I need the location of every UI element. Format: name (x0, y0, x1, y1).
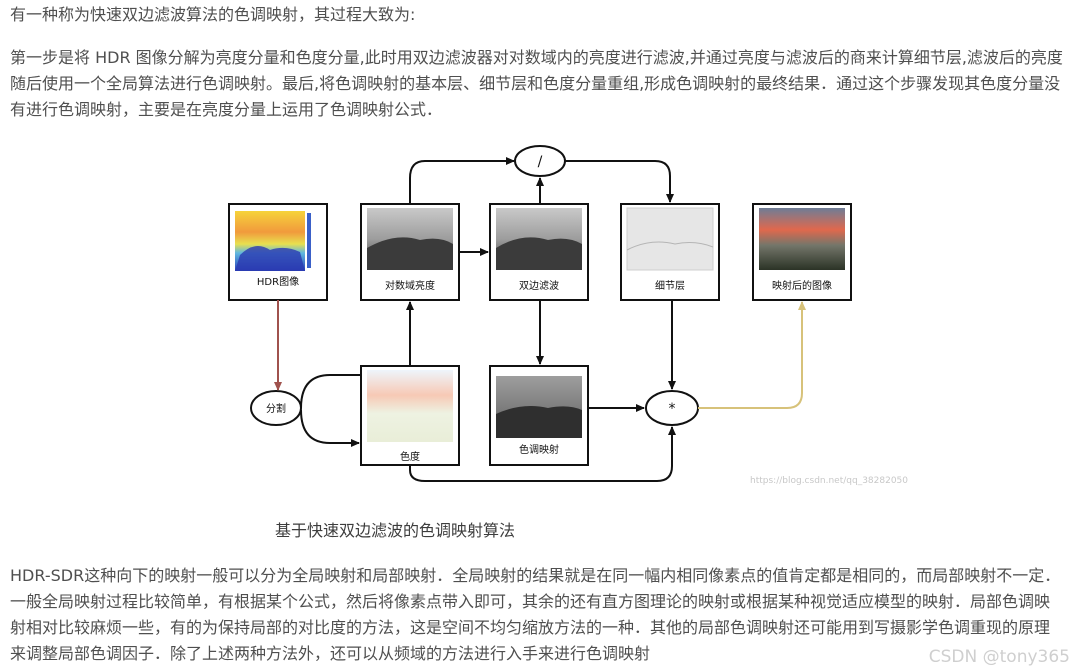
multiply-operator: * (645, 390, 699, 426)
tone-mapping-label: 色调映射 (519, 443, 559, 456)
tone-mapping-diagram: HDR图像 对数域亮度 双边滤波 细节层 映射后的图像 色度 色调映射 (228, 145, 852, 482)
detail-layer-box: 细节层 (620, 203, 720, 301)
hdr-image-box: HDR图像 (228, 203, 328, 301)
chroma-image (367, 370, 453, 442)
result-label: 映射后的图像 (772, 279, 832, 292)
diagram-connectors (274, 157, 806, 482)
csdn-watermark: CSDN @tony365 (928, 647, 1070, 667)
diagram-watermark-url: https://blog.csdn.net/qq_38282050 (750, 476, 909, 486)
tone-mapping-box: 色调映射 (489, 365, 589, 466)
divide-operator: / (514, 145, 566, 177)
result-image-box: 映射后的图像 (752, 203, 852, 301)
log-luminance-box: 对数域亮度 (360, 203, 460, 301)
arrow-chroma-to-multiply (409, 426, 676, 482)
split-operator: 分割 (250, 390, 302, 426)
multiply-symbol: * (669, 401, 676, 417)
bilateral-filter-label: 双边滤波 (519, 279, 559, 292)
detail-layer-label: 细节层 (655, 279, 685, 292)
hdr-sdr-paragraph: HDR-SDR这种向下的映射一般可以分为全局映射和局部映射．全局映射的结果就是在… (10, 566, 1061, 663)
hdr-label: HDR图像 (257, 276, 299, 288)
result-image (759, 208, 845, 270)
hdr-colorbar (307, 213, 311, 268)
split-label: 分割 (266, 402, 286, 415)
step-paragraph: 第一步是将 HDR 图像分解为亮度分量和色度分量,此时用双边滤波器对对数域内的亮… (10, 48, 1063, 119)
divide-symbol: / (538, 154, 543, 170)
detail-layer-image (626, 207, 714, 271)
arrow-split-to-logluma (300, 374, 361, 409)
chroma-label: 色度 (400, 450, 420, 463)
bilateral-filter-box: 双边滤波 (489, 203, 589, 301)
log-luminance-label: 对数域亮度 (385, 279, 435, 292)
arrow-divide-to-detail (565, 160, 674, 203)
figure-caption: 基于快速双边滤波的色调映射算法 (275, 521, 516, 540)
intro-paragraph: 有一种称为快速双边滤波算法的色调映射，其过程大致为: (10, 5, 416, 24)
arrow-split-to-chroma (300, 409, 360, 447)
arrow-logluma-to-divide (409, 157, 515, 204)
chroma-box: 色度 (360, 365, 460, 466)
arrow-multiply-to-result (698, 301, 806, 409)
